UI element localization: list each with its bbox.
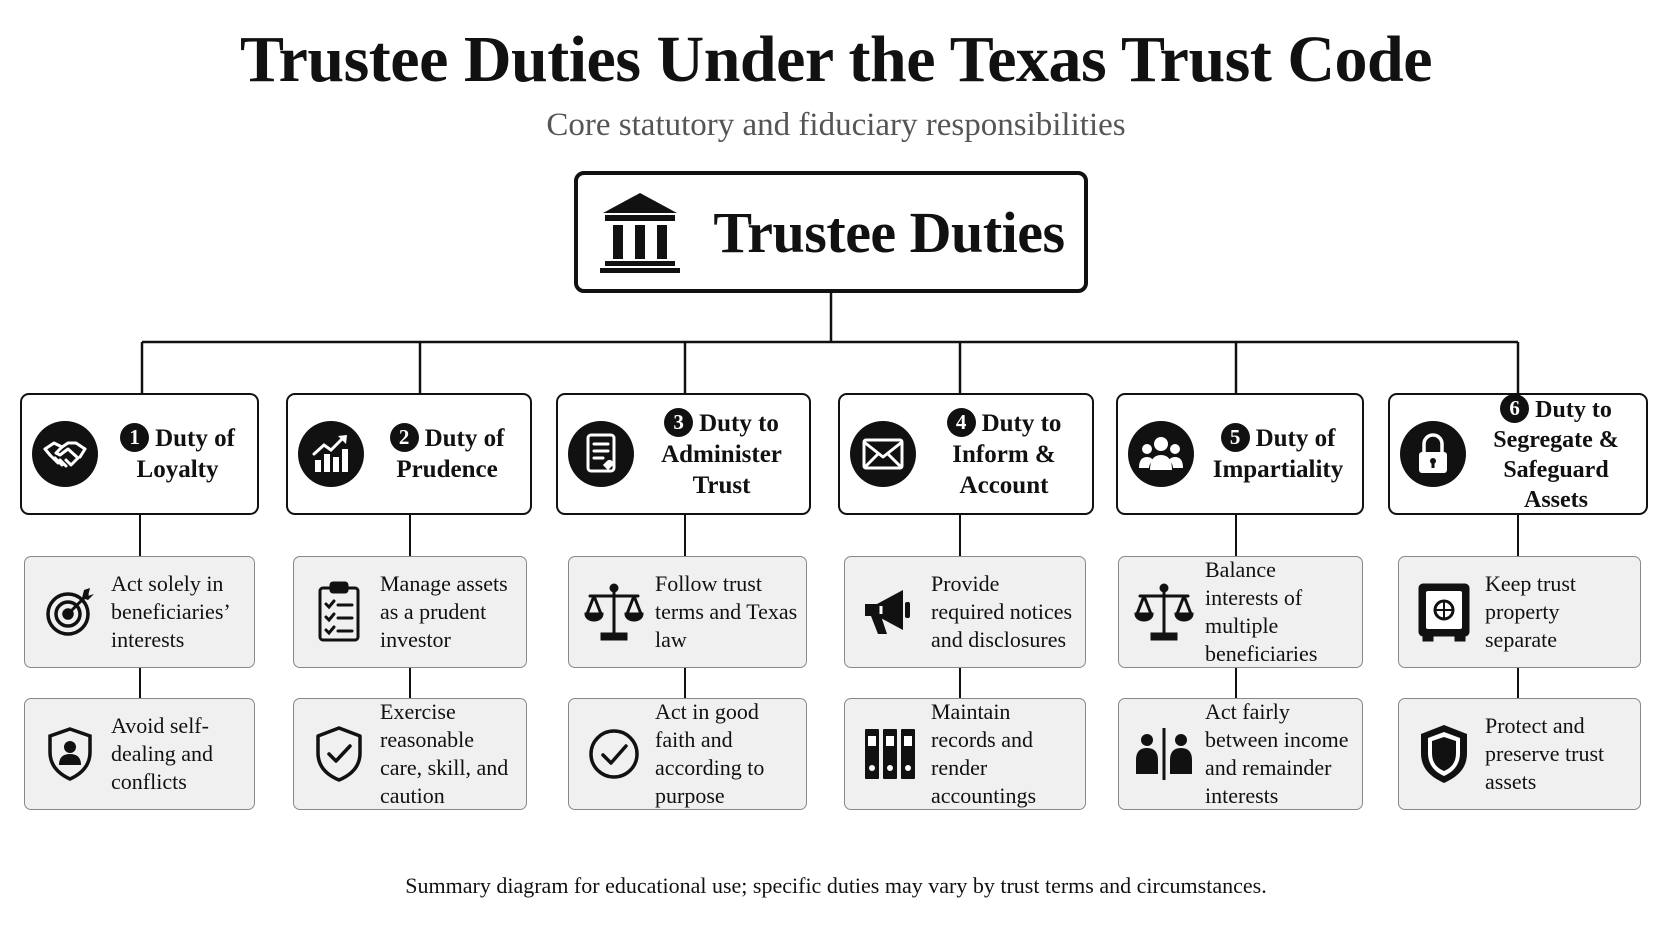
megaphone-icon: [859, 584, 921, 640]
duty-number-badge: 5: [1220, 423, 1250, 452]
duty-title-line: Prudence: [396, 456, 498, 483]
duty-title-line: Duty of: [424, 425, 505, 452]
duty-item-text: Act fairly between income and remainder …: [1205, 699, 1349, 808]
duty-title-line: Duty to: [981, 409, 1062, 437]
page-subtitle: Core statutory and fiduciary responsibil…: [546, 107, 1126, 143]
duty-item-text: Follow trust terms and Texas law: [655, 571, 798, 652]
duty-item: Provide required notices and disclosures: [844, 556, 1086, 668]
duty-item: Protect and preserve trust assets: [1398, 698, 1641, 810]
duty-number-badge: 6: [1500, 393, 1530, 423]
duty-item: Avoid self-dealing and conflicts: [24, 698, 255, 810]
binders-icon: [859, 726, 921, 782]
duty-title-line: Segregate &: [1493, 426, 1619, 453]
duty-item-text: Act in good faith and according to purpo…: [655, 699, 765, 808]
duty-item-text: Exercise reasonable care, skill, and cau…: [380, 699, 509, 808]
duty-title-line: Impartiality: [1212, 456, 1344, 483]
document-icon: [568, 421, 634, 487]
duty-item-text: Avoid self-dealing and conflicts: [111, 713, 214, 794]
growth-chart-icon: [298, 421, 364, 487]
duty-item-text: Act solely in beneficiaries’ interests: [111, 571, 230, 652]
duty-item: Exercise reasonable care, skill, and cau…: [293, 698, 527, 810]
duty-item-text: Keep trust property separate: [1485, 571, 1577, 652]
footer-note: Summary diagram for educational use; spe…: [405, 873, 1267, 898]
courthouse-icon: [597, 189, 683, 275]
check-circle-icon: [583, 727, 645, 781]
duty-title-line: Duty of: [155, 425, 235, 452]
two-persons-icon: [1133, 726, 1195, 782]
duty-number-badge: 4: [946, 407, 976, 437]
target-icon: [39, 586, 101, 638]
root-node: Trustee Duties: [574, 171, 1088, 293]
padlock-icon: [1400, 421, 1466, 487]
duty-item-text: Manage assets as a prudent investor: [380, 571, 508, 652]
duty-number-badge: 1: [120, 423, 150, 452]
duty-item-text: Balance interests of multiple beneficiar…: [1205, 557, 1318, 666]
duty-number-badge: 3: [664, 407, 694, 437]
duty-title-line: Loyalty: [136, 456, 219, 483]
duty-item-text: Protect and preserve trust assets: [1485, 713, 1605, 794]
root-label: Trustee Duties: [713, 199, 1065, 265]
duty-item-text: Maintain records and render accountings: [931, 699, 1037, 808]
duty-title-line: Duty of: [1255, 425, 1336, 452]
duty-item: Act fairly between income and remainder …: [1118, 698, 1363, 810]
safe-icon: [1413, 582, 1475, 642]
shield-icon: [1413, 723, 1475, 785]
duty-item: Balance interests of multiple beneficiar…: [1118, 556, 1363, 668]
envelope-icon: [850, 421, 916, 487]
duty-number-badge: 2: [389, 423, 419, 452]
scales-icon: [583, 582, 645, 642]
handshake-icon: [32, 421, 98, 487]
duty-item: Follow trust terms and Texas law: [568, 556, 807, 668]
duty-title-line: Inform & Account: [952, 440, 1056, 499]
scales-icon: [1133, 582, 1195, 642]
person-shield-icon: [39, 726, 101, 782]
duty-item: Act in good faith and according to purpo…: [568, 698, 807, 810]
duty-item: Act solely in beneficiaries’ interests: [24, 556, 255, 668]
group-icon: [1128, 421, 1194, 487]
page-title: Trustee Duties Under the Texas Trust Cod…: [240, 23, 1433, 96]
clipboard-checklist-icon: [308, 581, 370, 643]
duty-title-line: Duty to: [1535, 396, 1612, 423]
duty-item-text: Provide required notices and disclosures: [931, 571, 1073, 652]
shield-check-icon: [308, 725, 370, 783]
duty-title-line: Administer Trust: [661, 440, 782, 499]
duty-title-line: Duty to: [699, 409, 779, 437]
duty-item: Manage assets as a prudent investor: [293, 556, 527, 668]
duty-item: Keep trust property separate: [1398, 556, 1641, 668]
duty-title-line: Safeguard Assets: [1503, 456, 1609, 513]
duty-item: Maintain records and render accountings: [844, 698, 1086, 810]
